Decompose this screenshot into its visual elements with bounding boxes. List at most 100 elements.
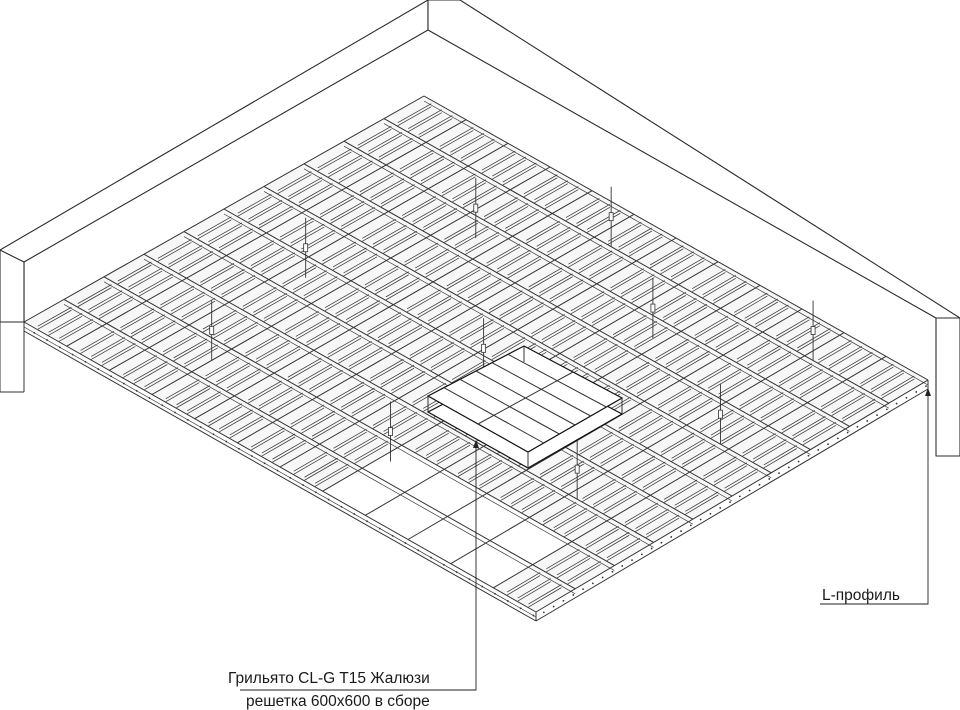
grid-slat-edge: [707, 371, 742, 392]
grid-slat: [269, 392, 304, 413]
grid-slat-edge: [618, 230, 653, 251]
grid-slat: [721, 421, 755, 442]
grid-slat-edge: [162, 335, 197, 356]
grid-slat: [258, 205, 293, 226]
grid-slat-edge: [272, 442, 306, 463]
grid-slat-edge: [573, 340, 607, 361]
grid-slat-edge: [266, 348, 301, 369]
grid-slat-edge: [343, 437, 378, 458]
grid-slat-edge: [367, 315, 401, 335]
grid-slat: [550, 460, 584, 481]
grid-slat-edge: [298, 186, 333, 206]
grid-slat: [452, 179, 487, 200]
profile-hole: [481, 585, 484, 588]
grid-slat: [715, 327, 750, 348]
grid-slat-edge: [655, 341, 689, 362]
grid-slat: [457, 272, 491, 293]
grid-slat-edge: [870, 372, 905, 393]
grid-slat: [500, 477, 534, 498]
grid-slat: [781, 410, 816, 431]
grid-slat: [216, 362, 250, 383]
grid-slat: [160, 285, 195, 306]
grid-slat: [570, 291, 605, 312]
grid-slat: [364, 265, 399, 286]
grid-slat-edge: [418, 118, 453, 138]
grid-slat: [208, 222, 243, 243]
grid-slat: [248, 380, 282, 401]
grid-slat-edge: [636, 376, 671, 397]
grid-slat-edge: [523, 177, 558, 198]
grid-slat-edge: [697, 365, 731, 386]
grid-slat: [184, 344, 218, 365]
grid-slat-edge: [623, 323, 658, 344]
grid-slat: [197, 216, 232, 237]
profile-hole: [680, 530, 682, 533]
grid-slat-edge: [534, 183, 569, 204]
grid-slat-edge: [460, 141, 495, 162]
grid-slat: [223, 321, 258, 342]
grid-slat-edge: [372, 408, 407, 429]
grid-slat-edge: [165, 382, 200, 403]
grid-slat-edge: [502, 165, 537, 186]
grid-slat-edge: [639, 423, 674, 444]
grid-slat: [287, 357, 322, 378]
grid-slat-edge: [375, 274, 409, 295]
profile-hole: [404, 542, 407, 544]
grid-slat: [470, 325, 505, 346]
grid-slat-edge: [380, 367, 415, 388]
grid-slat: [526, 220, 560, 241]
grid-slat-edge: [319, 198, 354, 218]
grid-slat: [792, 416, 826, 437]
grid-slat: [671, 438, 705, 459]
grid-slat: [375, 271, 409, 292]
grid-slat-edge: [660, 435, 695, 456]
grid-slat: [295, 316, 330, 337]
grid-slat: [655, 338, 689, 359]
grid-slat-edge: [744, 301, 779, 322]
grid-slat-edge: [470, 328, 505, 349]
grid-slat-edge: [335, 297, 370, 317]
grid-slat: [354, 440, 389, 461]
grid-slat: [343, 434, 378, 455]
grid-slat: [335, 294, 370, 314]
grid-slat-edge: [439, 130, 474, 150]
grid-slat-edge: [539, 457, 574, 478]
grid-slat: [744, 298, 779, 319]
grid-slat: [451, 359, 486, 380]
grid-slat-edge: [449, 316, 483, 337]
grid-slat: [412, 382, 447, 403]
grid-slat: [412, 202, 447, 222]
grid-slat: [450, 132, 484, 153]
grid-slat: [420, 342, 454, 362]
grid-slat-edge: [77, 287, 112, 307]
grid-slat-edge: [173, 341, 208, 362]
grid-slat-edge: [763, 448, 797, 469]
hanger-clip: [481, 343, 487, 353]
grid-slat-edge: [408, 112, 442, 132]
cross-profile: [23, 95, 425, 323]
grid-slat: [486, 243, 521, 264]
grid-slat-edge: [332, 250, 367, 271]
grid-slat: [564, 513, 598, 534]
grid-slat: [585, 525, 619, 547]
grid-slat: [582, 478, 616, 499]
grid-slat-edge: [592, 487, 627, 508]
grid-slat-edge: [660, 254, 695, 275]
grid-slat: [301, 410, 335, 431]
grid-slat: [786, 322, 821, 343]
grid-slat: [860, 363, 894, 384]
grid-slat: [210, 269, 245, 289]
grid-slat-edge: [820, 389, 855, 411]
grid-slat-edge: [221, 278, 256, 298]
grid-slat: [399, 149, 434, 170]
hanger-clip: [388, 427, 393, 436]
grid-slat-edge: [229, 418, 264, 439]
grid-slat: [685, 491, 719, 512]
grid-slat-edge: [314, 466, 349, 487]
profile-hole: [506, 600, 509, 602]
grid-slat-edge: [425, 257, 460, 278]
grid-slat: [736, 339, 771, 360]
grid-slat-edge: [208, 225, 243, 246]
grid-slat: [618, 408, 653, 429]
grid-slat: [80, 331, 115, 351]
